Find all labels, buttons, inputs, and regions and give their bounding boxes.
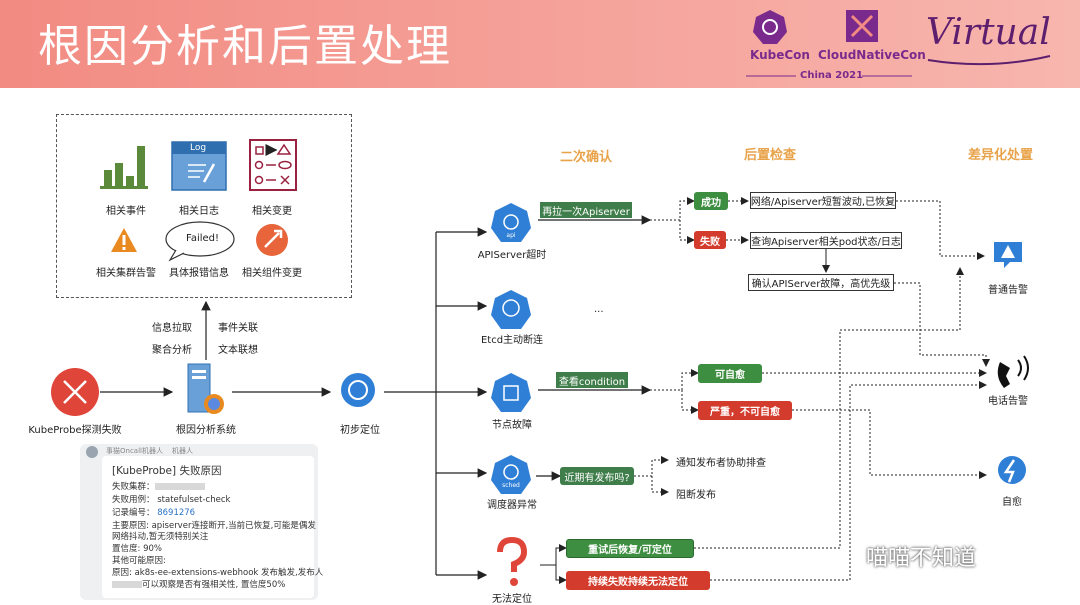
unlocatable-label: 无法定位 bbox=[492, 594, 532, 605]
rca-system-label: 根因分析系统 bbox=[176, 425, 236, 436]
card-other: 其他可能原因: bbox=[112, 556, 166, 566]
phone-alert-icon bbox=[997, 355, 1029, 388]
cloudnativecon-logo-icon bbox=[846, 10, 878, 42]
severe-tag: 严重，不可自愈 bbox=[698, 401, 792, 420]
node-icon bbox=[491, 373, 531, 412]
initial-locate-label: 初步定位 bbox=[340, 425, 380, 436]
card-record-link[interactable]: 8691276 bbox=[157, 508, 196, 518]
log-icon bbox=[171, 141, 227, 191]
card-record-label: 记录编号： bbox=[112, 508, 155, 518]
card-main-reason-2: 网络抖动,暂无须特别关注 bbox=[112, 532, 209, 542]
card-cluster-row: 失败集群： bbox=[112, 480, 205, 492]
header-post-check: 后置检查 bbox=[744, 148, 797, 163]
ellipsis-label: ... bbox=[594, 304, 604, 315]
cloudnativecon-label: CloudNativeCon bbox=[818, 48, 926, 62]
self-heal-icon bbox=[998, 456, 1026, 484]
info-pull-label: 信息拉取 bbox=[152, 323, 192, 334]
scheduler-icon bbox=[491, 455, 531, 494]
log-label: Log bbox=[190, 143, 207, 153]
phone-alert-label: 电话告警 bbox=[988, 396, 1028, 407]
card-confidence: 置信度: 90% bbox=[112, 544, 162, 554]
query-pod-box: 查询Apiserver相关pod状态/日志 bbox=[750, 232, 902, 249]
card-sender-tag: 机器人 bbox=[172, 447, 193, 455]
bar-chart-icon bbox=[100, 146, 148, 189]
watermark: 喵喵不知道 bbox=[866, 546, 977, 571]
question-mark-icon bbox=[497, 536, 528, 586]
api-icon-label: api bbox=[506, 232, 516, 239]
card-record-row: 记录编号： 8691276 bbox=[112, 506, 195, 518]
apiserver-timeout-label: APIServer超时 bbox=[477, 250, 547, 261]
repull-apiserver-tag: 再拉一次Apiserver bbox=[540, 202, 632, 218]
rocket-icon bbox=[256, 224, 288, 256]
error-bubble-icon bbox=[165, 221, 235, 262]
card-reason2-2: 可以观察是否有强相关性, 置信度50% bbox=[142, 580, 286, 590]
text-assoc-label: 文本联想 bbox=[218, 345, 258, 356]
redacted-value bbox=[154, 483, 205, 490]
persist-fail-tag: 持续失败持续无法定位 bbox=[566, 571, 710, 590]
event-assoc-label: 事件关联 bbox=[218, 323, 258, 334]
info-item-cluster-alerts: 相关集群告警 bbox=[96, 268, 156, 279]
recent-release-tag: 近期有发布吗? bbox=[560, 467, 634, 485]
header-diff-handle: 差异化处置 bbox=[968, 148, 1034, 163]
normal-alert-label: 普通告警 bbox=[988, 285, 1028, 296]
redacted-name bbox=[112, 581, 142, 588]
aggregate-label: 聚合分析 bbox=[152, 345, 192, 356]
warning-icon bbox=[111, 228, 137, 252]
info-item-logs: 相关日志 bbox=[179, 206, 219, 217]
self-heal-outcome-label: 自愈 bbox=[1002, 497, 1022, 508]
kubeprobe-fail-label: KubeProbe探测失败 bbox=[28, 425, 122, 436]
etcd-icon bbox=[491, 290, 531, 329]
change-list-icon bbox=[249, 139, 297, 191]
failed-label: Failed! bbox=[186, 233, 220, 244]
card-cluster-label: 失败集群： bbox=[112, 482, 155, 492]
kubecon-logo-icon bbox=[753, 10, 787, 44]
net-jitter-box: 网络/Apiserver短暂波动,已恢复 bbox=[750, 192, 896, 209]
card-case-row: 失败用例： statefulset-check bbox=[112, 493, 230, 505]
china-label: China 2021 bbox=[800, 70, 864, 81]
apiserver-icon bbox=[491, 203, 531, 242]
check-condition-tag: 查看condition bbox=[556, 372, 628, 388]
node-fault-label: 节点故障 bbox=[492, 420, 532, 431]
notify-release-label: 通知发布者协助排查 bbox=[676, 458, 766, 469]
alert-message-body bbox=[102, 456, 314, 598]
self-heal-tag: 可自愈 bbox=[698, 364, 762, 383]
card-case-label: 失败用例： bbox=[112, 495, 155, 505]
scheduler-abnormal-label: 调度器异常 bbox=[487, 500, 537, 511]
header-banner bbox=[0, 0, 1080, 88]
header-second-confirm: 二次确认 bbox=[560, 150, 613, 165]
block-release-label: 阻断发布 bbox=[676, 490, 716, 501]
kubeprobe-fail-icon bbox=[51, 368, 99, 416]
info-item-changes: 相关变更 bbox=[252, 206, 292, 217]
etcd-disconnect-label: Etcd主动断连 bbox=[480, 335, 544, 346]
card-sender: 事猫Oncall机器人 bbox=[106, 447, 163, 455]
page-title: 根因分析和后置处理 bbox=[38, 21, 452, 72]
card-reason2-1: 原因: ak8s-ee-extensions-webhook 发布触发,发布人 bbox=[112, 568, 324, 578]
sched-icon-label: sched bbox=[502, 482, 520, 489]
retry-recover-tag: 重试后恢复/可定位 bbox=[566, 539, 694, 558]
card-reason2-row: 可以观察是否有强相关性, 置信度50% bbox=[112, 578, 285, 590]
info-item-component-changes: 相关组件变更 bbox=[242, 268, 302, 279]
info-item-error-detail: 具体报错信息 bbox=[169, 268, 229, 279]
fail-tag: 失败 bbox=[694, 231, 726, 249]
avatar bbox=[86, 446, 98, 458]
initial-locate-icon bbox=[341, 373, 375, 407]
normal-alert-icon bbox=[994, 242, 1022, 268]
kubecon-label: KubeCon bbox=[750, 48, 810, 62]
card-main-reason-1: 主要原因: apiserver连接断开,当前已恢复,可能是偶发 bbox=[112, 521, 316, 531]
info-box bbox=[56, 114, 352, 298]
success-tag: 成功 bbox=[694, 192, 728, 210]
rca-server-icon bbox=[187, 363, 224, 414]
info-item-events: 相关事件 bbox=[106, 206, 146, 217]
confirm-fault-box: 确认APIServer故障，高优先级 bbox=[748, 274, 894, 291]
card-case-value: statefulset-check bbox=[157, 495, 231, 505]
virtual-label: Virtual bbox=[926, 12, 1051, 53]
card-title: [KubeProbe] 失败原因 bbox=[112, 465, 222, 477]
